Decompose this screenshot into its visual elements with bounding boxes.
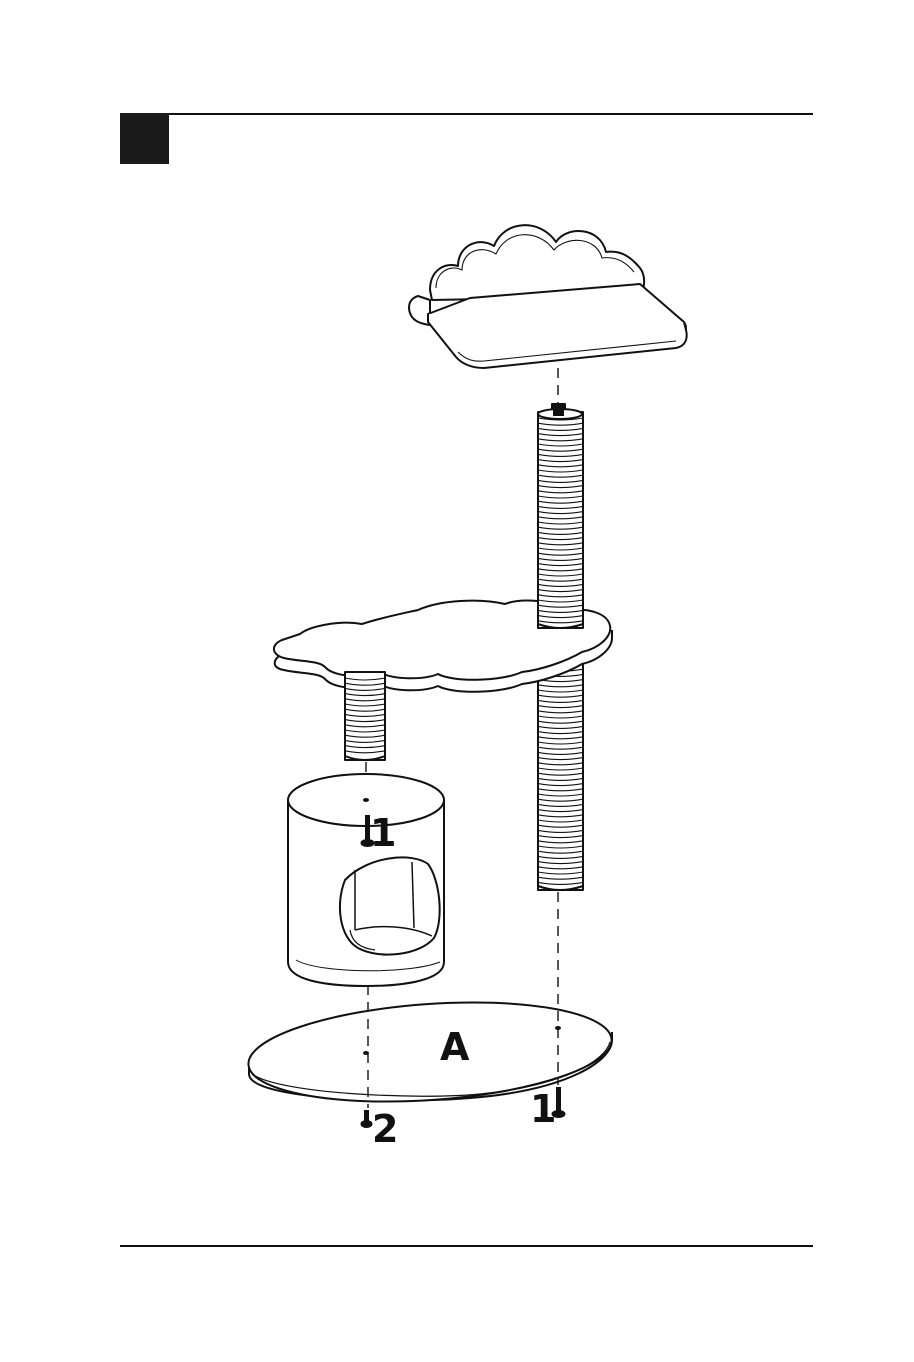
label-screw-top: 1 — [370, 811, 396, 855]
screw-base-left-icon — [361, 1110, 373, 1128]
label-screw-base-right: 1 — [530, 1087, 556, 1131]
long-post-lower — [538, 658, 583, 890]
label-base-a: A — [440, 1025, 470, 1069]
top-cloud-perch — [409, 225, 687, 368]
alignment-lines — [366, 368, 558, 1108]
long-post-upper — [538, 404, 583, 628]
short-post — [345, 672, 385, 760]
cylinder-house — [288, 774, 444, 986]
footer-rule — [120, 1245, 813, 1247]
label-screw-base-left: 2 — [372, 1107, 398, 1151]
